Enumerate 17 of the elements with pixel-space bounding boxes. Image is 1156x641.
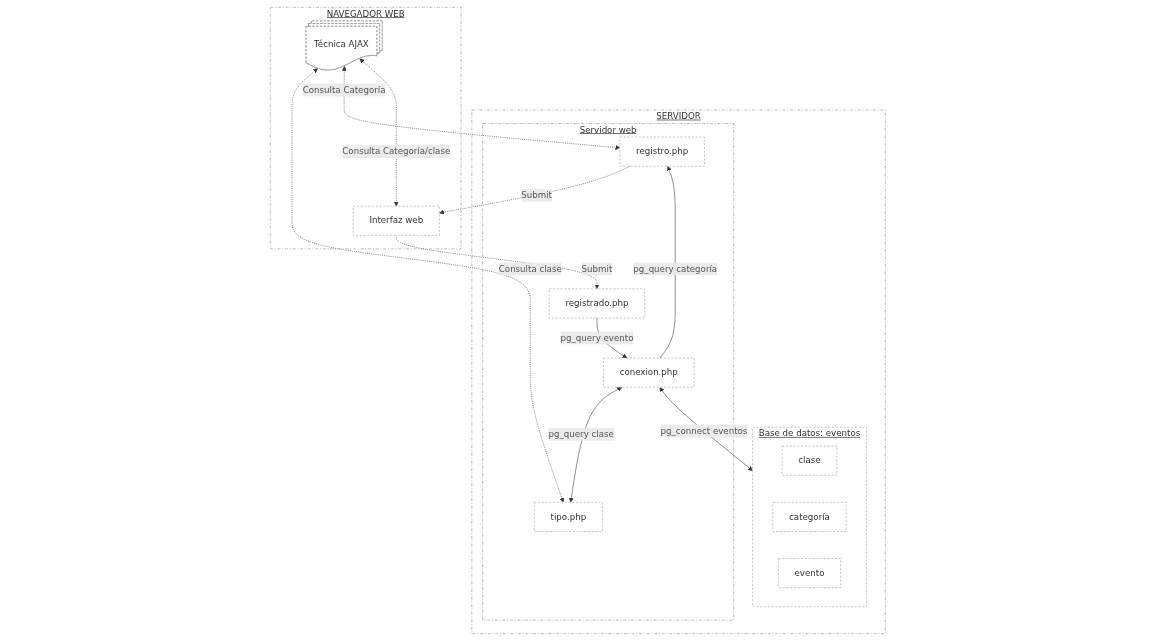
edge-label: Submit — [581, 263, 613, 274]
node-box: categoría — [772, 502, 847, 532]
edge-label: pg_query categoría — [633, 263, 718, 274]
edge-label: pg_query evento — [560, 332, 634, 343]
edge-label: Consulta Categoría — [302, 84, 386, 95]
node-box: conexion.php — [603, 357, 695, 388]
node-box: Interfaz web — [353, 205, 440, 236]
node-box: registrado.php — [549, 288, 646, 319]
node-box: registro.php — [619, 136, 705, 167]
node-box: clase — [782, 445, 838, 476]
node-box: tipo.php — [534, 502, 603, 532]
edge-label: Consulta clase — [498, 263, 562, 274]
edge-label: Consulta Categoría/clase — [342, 146, 451, 157]
node-box: evento — [778, 558, 842, 588]
edge-label: pg_query clase — [548, 428, 614, 440]
edge-label: pg_connect eventos — [660, 425, 748, 436]
edge-label: Submit — [521, 189, 553, 201]
